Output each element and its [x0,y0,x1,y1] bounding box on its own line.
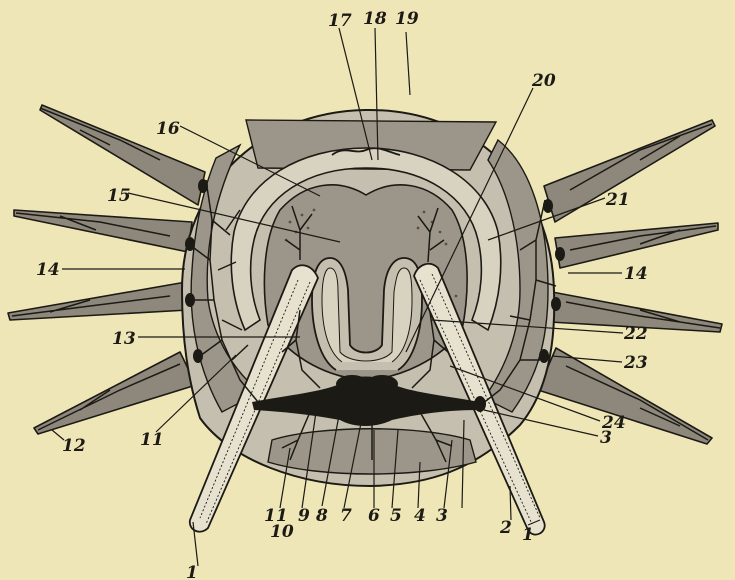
label-15: 15 [107,186,131,206]
label-16: 16 [156,119,180,139]
label-14-right: 14 [624,264,648,284]
label-21: 21 [605,190,630,210]
label-18: 18 [363,9,387,29]
label-1-left: 1 [186,563,198,580]
label-4: 4 [414,506,426,526]
label-10: 10 [270,522,294,542]
label-12: 12 [62,436,86,456]
label-1-right: 1 [522,525,534,545]
label-3-lower: 3 [436,506,448,526]
label-11-left: 11 [140,430,164,450]
label-3-right: 3 [600,428,612,448]
label-22: 22 [623,324,648,344]
label-19: 19 [395,9,419,29]
label-20: 20 [531,71,556,91]
label-8: 8 [315,506,328,526]
label-5: 5 [390,506,402,526]
label-2: 2 [499,518,512,538]
label-x: x [363,377,375,397]
label-6: 6 [368,506,380,526]
label-13: 13 [112,329,136,349]
label-14-left: 14 [36,260,60,280]
label-9: 9 [298,506,310,526]
label-23: 23 [623,353,648,373]
label-7: 7 [340,506,352,526]
label-17: 17 [328,11,352,31]
